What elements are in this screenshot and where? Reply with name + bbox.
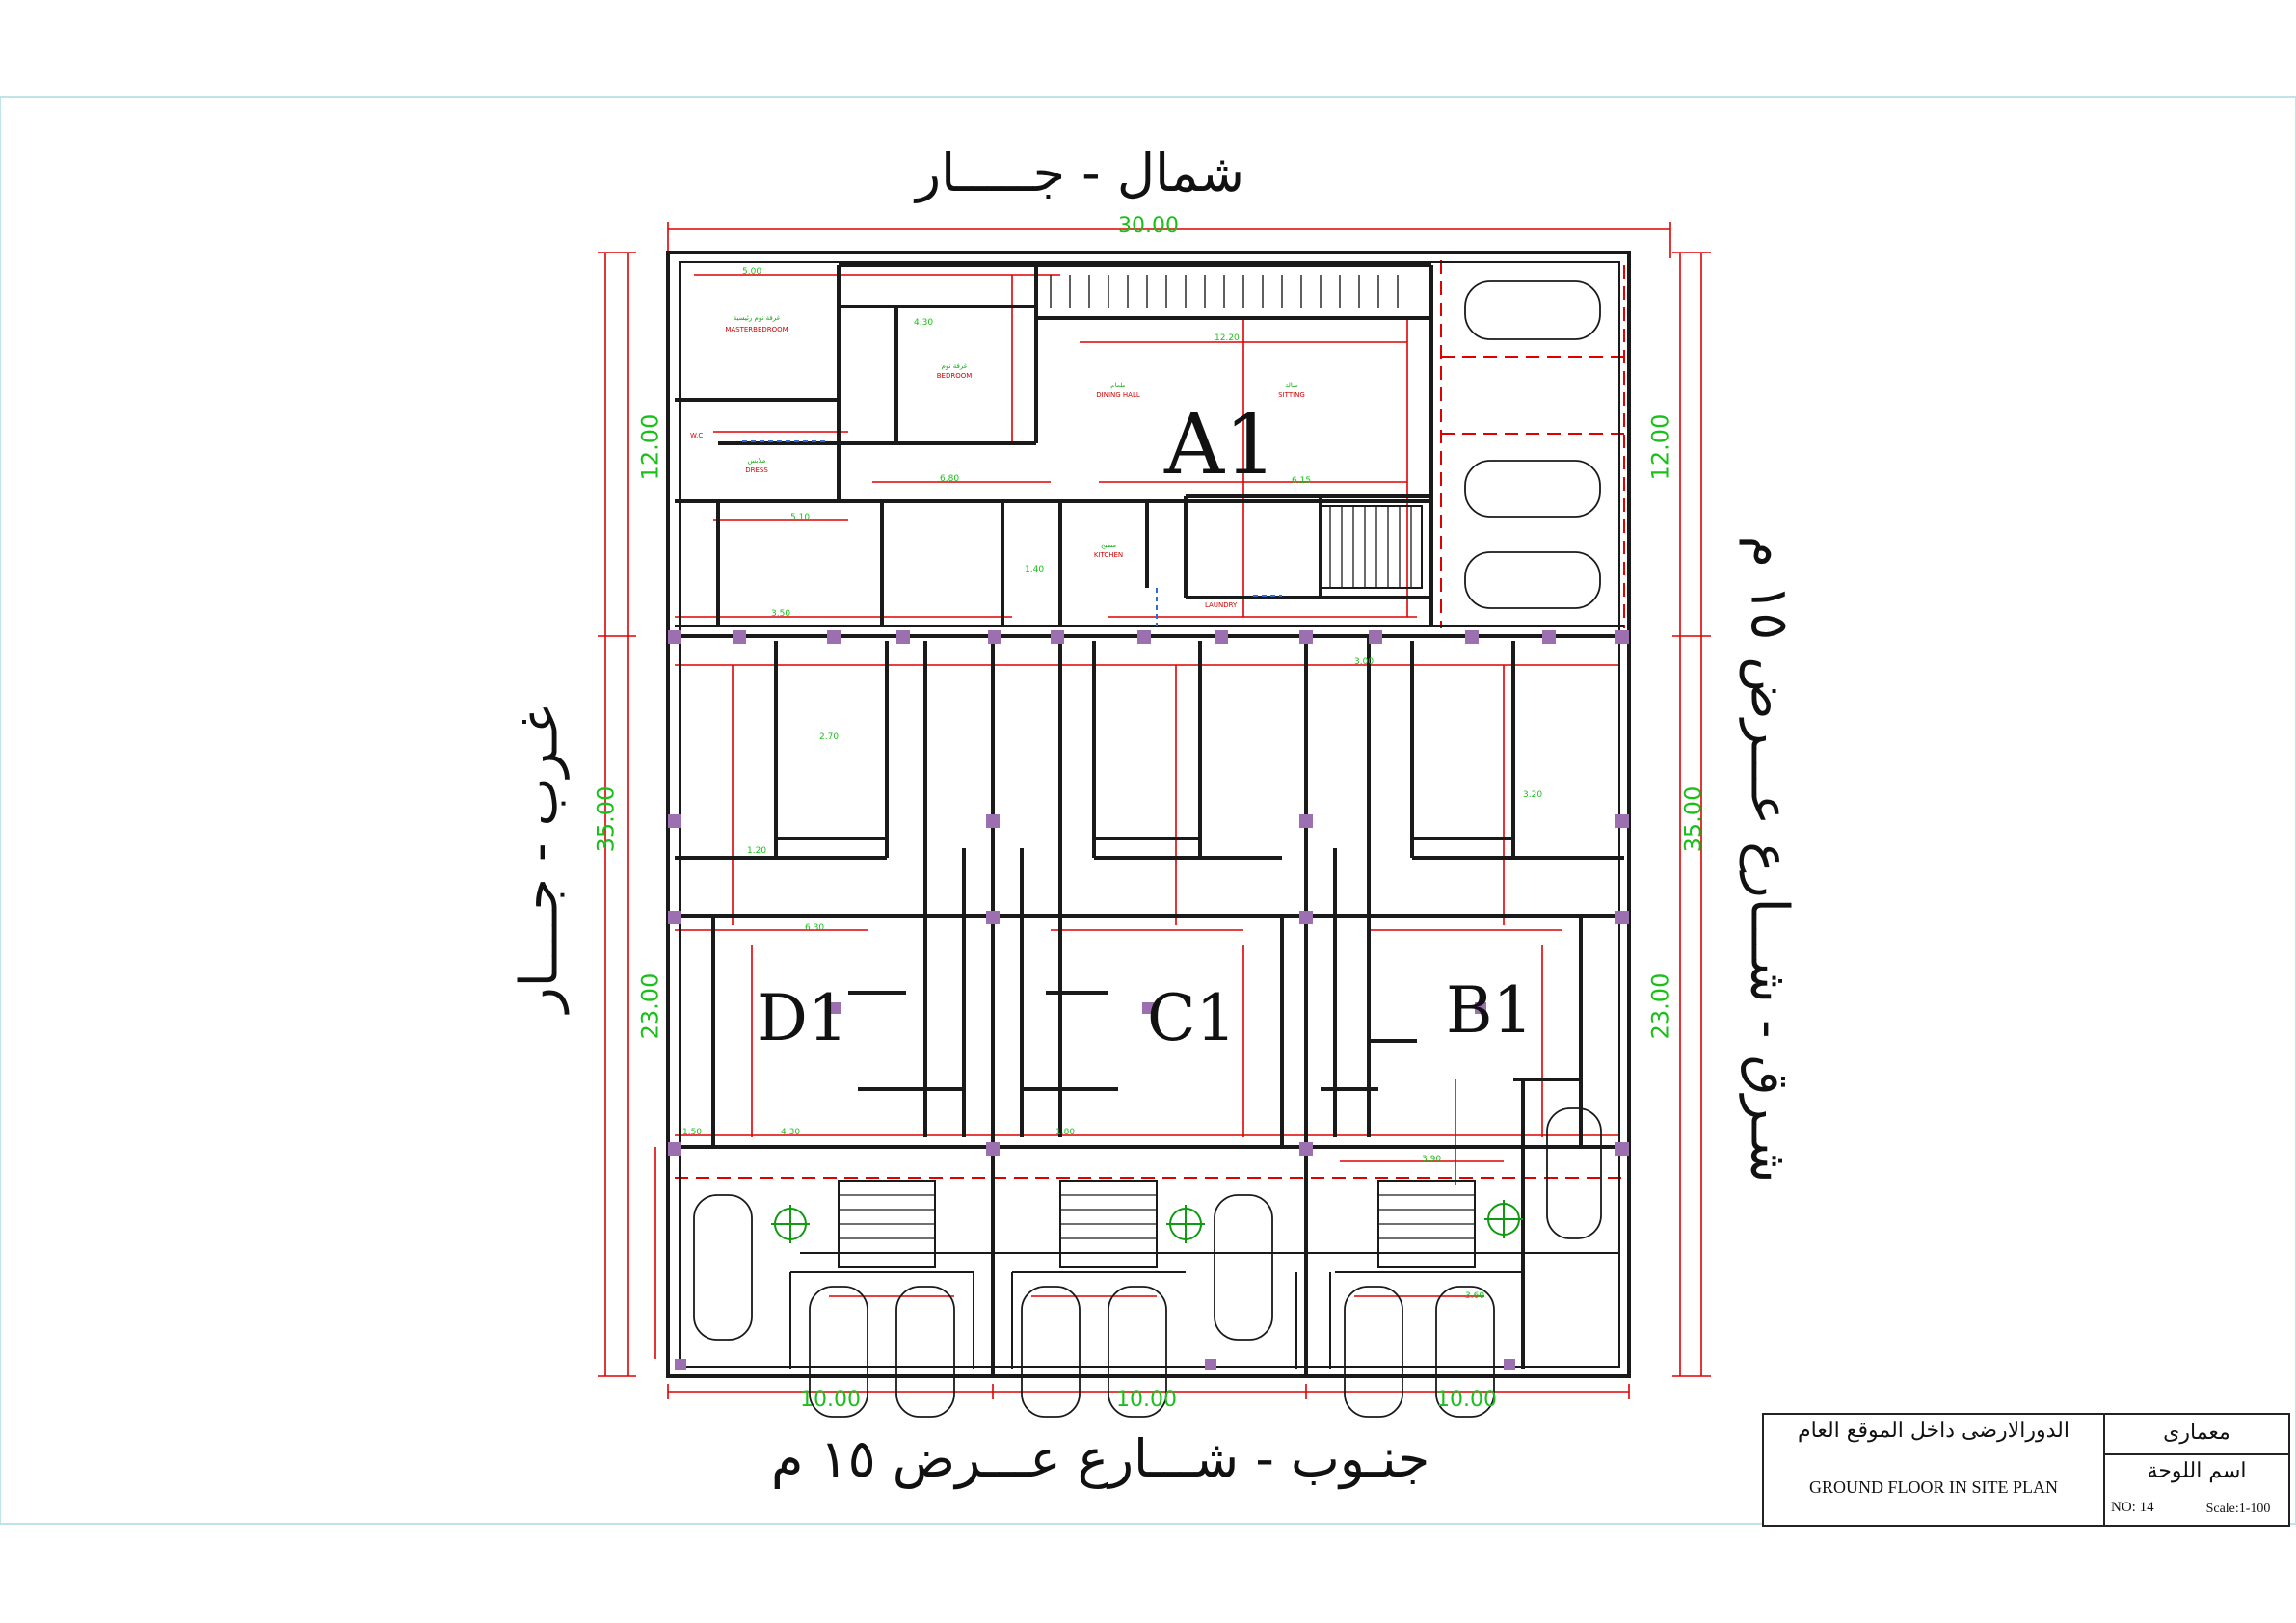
room-label-master-ar: غرفة نوم رئيسية (733, 314, 781, 322)
discipline-label: معمارى (2163, 1421, 2230, 1445)
title-block-divider (2103, 1415, 2105, 1525)
inner-dim-14: 2.70 (819, 732, 840, 742)
inner-dim-1: 5.00 (742, 267, 762, 277)
room-label-dining-en: DINING HALL (1096, 391, 1140, 399)
room-label-kitchen-ar: مطبخ (1100, 542, 1117, 549)
window-lines (742, 440, 1282, 626)
walls (666, 251, 1631, 1378)
sheet-number: NO: 14 (2111, 1500, 2154, 1515)
unit-label-c1: C1 (1147, 981, 1237, 1055)
dim-left-total: 35.00 (592, 785, 620, 853)
columns (668, 630, 1629, 1370)
title-block: الدورالارضى داخل الموقع العام GROUND FLO… (1762, 1413, 2290, 1527)
inner-dim-5: 5.10 (790, 513, 811, 522)
north-label: شمال - جـــــار (916, 143, 1244, 203)
inner-dim-2: 4.30 (914, 318, 934, 328)
sheet-border (0, 96, 2296, 1525)
inner-dim-13: 1.80 (1055, 1128, 1076, 1137)
inner-dim-16: 3.90 (1422, 1155, 1442, 1164)
inner-dim-12: 3.20 (1523, 790, 1543, 800)
room-label-bed-ar: غرفة نوم (941, 362, 968, 370)
dim-left-upper: 12.00 (636, 413, 664, 481)
room-label-laundry: LAUNDRY (1205, 601, 1238, 609)
dim-right-total: 35.00 (1679, 785, 1707, 853)
room-label-master-en: MASTERBEDROOM (725, 326, 788, 333)
room-label-wc: W.C (690, 432, 704, 439)
south-label: جنـوب - شـــارع عـــرض ١٥ م (771, 1428, 1430, 1489)
dim-bottom-a: 10.00 (800, 1388, 861, 1412)
room-label-dress-ar: ملابس (747, 457, 766, 465)
dimension-lines (598, 222, 1711, 1399)
room-label-sitting-ar: صالة (1285, 382, 1298, 389)
dim-top: 30.00 (1118, 214, 1179, 238)
dim-bottom-c: 10.00 (1436, 1388, 1497, 1412)
room-label-kitchen-en: KITCHEN (1093, 551, 1124, 559)
room-label-sitting-en: SITTING (1278, 391, 1305, 399)
inner-dim-3: 12.20 (1215, 333, 1240, 343)
room-label-dining-ar: طعام (1110, 382, 1126, 389)
room-label-dress-en: DRESS (745, 466, 768, 474)
dim-left-lower: 23.00 (636, 972, 664, 1040)
west-label: غـرب - جــــار (508, 705, 570, 1013)
title-ar: الدورالارضى داخل الموقع العام (1798, 1419, 2069, 1443)
pergola-lines (1050, 275, 1399, 308)
inner-dim-10: 3.00 (1354, 657, 1375, 667)
inner-dim-7: 6.15 (1292, 476, 1312, 486)
unit-label-d1: D1 (757, 981, 848, 1055)
site-boundaries (675, 260, 1629, 1179)
plant-icons (771, 1200, 1523, 1243)
inner-dim-18: 3.60 (1465, 1291, 1485, 1301)
inner-dim-11: 1.50 (682, 1128, 703, 1137)
title-en: GROUND FLOOR IN SITE PLAN (1808, 1477, 2058, 1497)
dim-bottom-b: 10.00 (1116, 1388, 1177, 1412)
unit-label-a1: A1 (1164, 397, 1277, 493)
east-label: شـرق - شـــارع عـــرض ١٥ م (1739, 535, 1801, 1184)
inner-dim-4: 6.80 (940, 474, 960, 484)
room-label-bed-en: BEDROOM (936, 372, 973, 380)
sheet-scale: Scale:1-100 (2205, 1502, 2271, 1516)
car-icons (693, 280, 1602, 1418)
inner-dim-17: 1.40 (1025, 565, 1045, 574)
dim-right-lower: 23.00 (1646, 972, 1674, 1040)
inner-dim-6: 3.50 (771, 609, 791, 619)
unit-label-b1: B1 (1446, 973, 1534, 1048)
inner-dim-8: 6.30 (805, 923, 825, 933)
title-block-divider-h (2103, 1453, 2288, 1455)
inner-dim-15: 1.20 (747, 846, 767, 856)
dim-right-upper: 12.00 (1646, 413, 1674, 481)
sheet-name-label: اسم اللوحة (2147, 1459, 2247, 1483)
inner-dim-9: 4.30 (781, 1128, 801, 1137)
stairs (838, 505, 1476, 1268)
